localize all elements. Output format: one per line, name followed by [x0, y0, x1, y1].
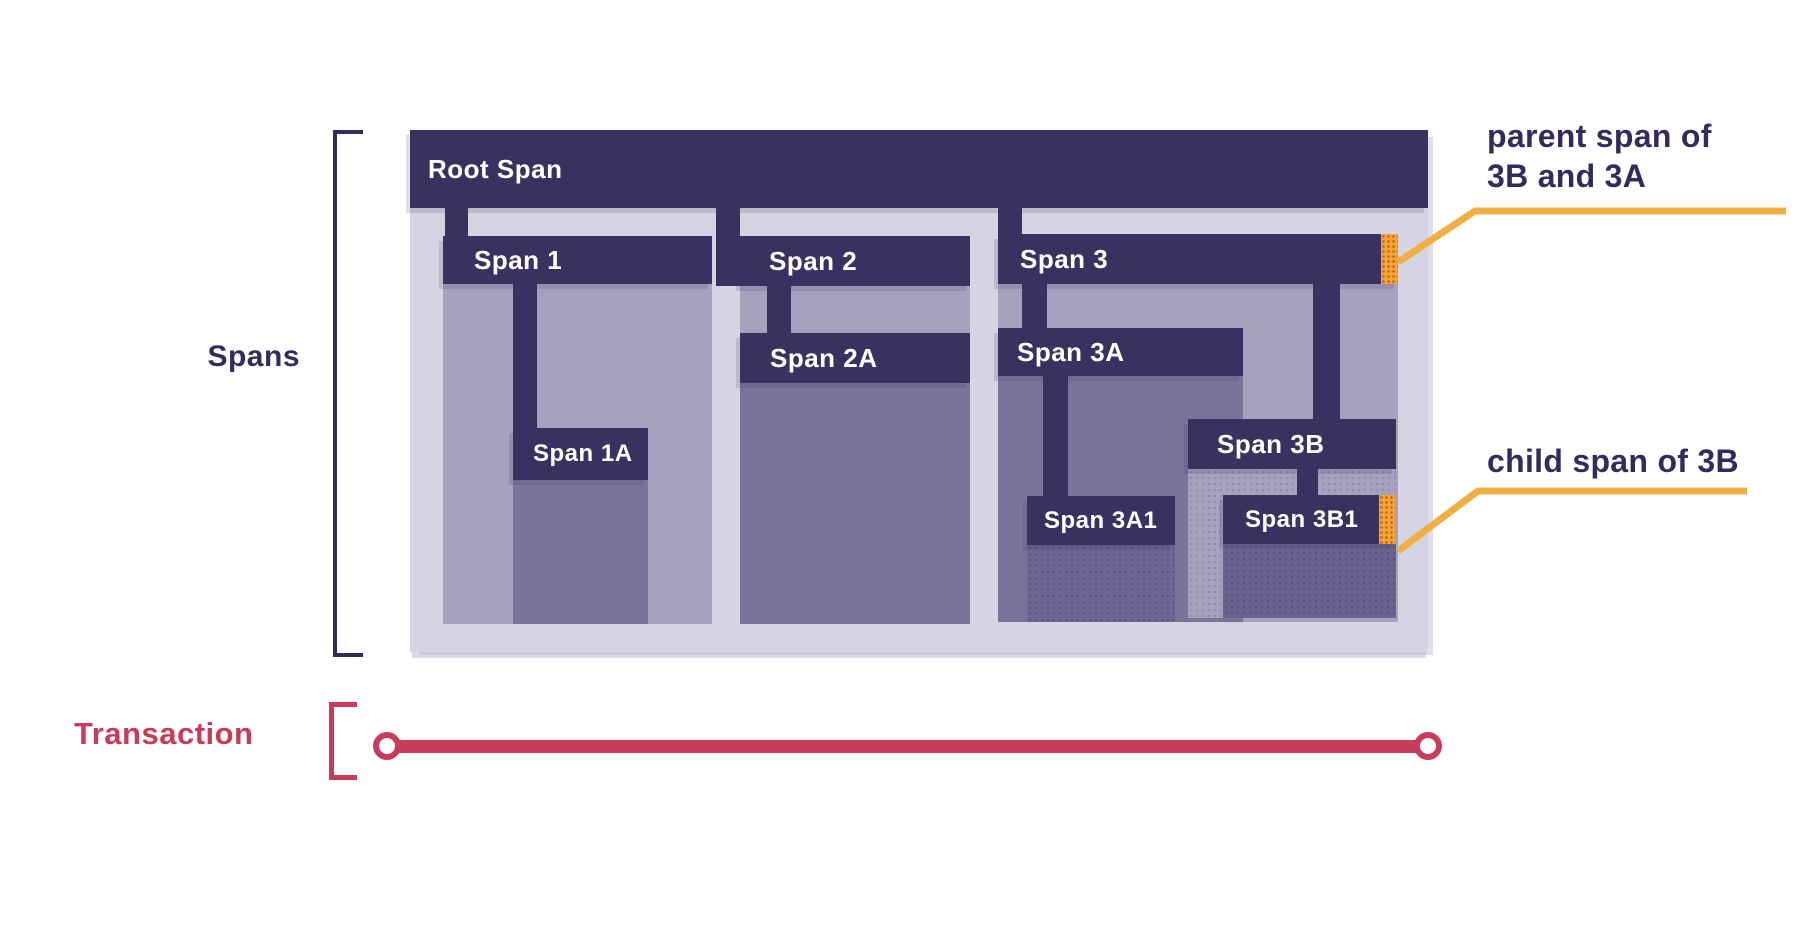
spans-bracket-tick-bottom	[333, 653, 363, 657]
connector-span3b-span3b1	[1297, 469, 1318, 496]
connector-span2-span2a	[767, 286, 791, 334]
span3b1-highlight-marker	[1379, 495, 1395, 544]
span-bar-root: Root Span	[410, 130, 1428, 208]
annotation-child-span: child span of 3B	[1487, 443, 1739, 479]
connector-span3-span3a	[1022, 284, 1047, 329]
transaction-bracket-tick-top	[329, 702, 357, 707]
span-bar-3a1: Span 3A1	[1027, 496, 1175, 545]
callout-line-parent-span	[1396, 207, 1786, 265]
span-bar-3a-label: Span 3A	[1017, 336, 1125, 367]
transaction-bracket	[329, 702, 359, 780]
span3b1-duration-fill	[1223, 544, 1396, 618]
annotation-parent-span-line1: parent span of	[1487, 118, 1712, 154]
span-bar-2a-label: Span 2A	[770, 342, 878, 373]
span-bar-3b1: Span 3B1	[1223, 495, 1395, 544]
span-bar-3b-label: Span 3B	[1217, 428, 1325, 459]
timeline-endpoint-right	[1414, 732, 1442, 760]
spans-bracket-stem	[333, 130, 337, 657]
span-bar-3: Span 3	[998, 234, 1398, 284]
span1a-duration-fill	[513, 480, 648, 624]
span-bar-2-label: Span 2	[769, 245, 858, 276]
span-bar-1-label: Span 1	[474, 244, 563, 275]
span-bar-3b1-label: Span 3B1	[1245, 505, 1359, 533]
span3-highlight-marker	[1381, 234, 1398, 284]
annotation-parent-span: parent span of 3B and 3A	[1487, 116, 1712, 196]
spans-bracket-tick-top	[333, 130, 363, 134]
spans-label: Spans	[207, 340, 300, 373]
span-bar-3b: Span 3B	[1188, 419, 1396, 469]
annotation-parent-span-line2: 3B and 3A	[1487, 158, 1647, 194]
span-bar-3a1-label: Span 3A1	[1044, 506, 1158, 534]
connector-span1-span1a	[513, 284, 537, 429]
connector-root-span1	[445, 208, 468, 236]
timeline-endpoint-left	[373, 732, 401, 760]
span3a1-duration-fill	[1027, 545, 1175, 622]
transaction-bracket-stem	[329, 702, 334, 780]
transaction-timeline	[395, 740, 1421, 753]
transaction-bracket-tick-bottom	[329, 775, 357, 780]
span-bar-1a: Span 1A	[513, 428, 648, 480]
connector-root-span3	[998, 208, 1022, 236]
connector-root-span2	[716, 208, 740, 286]
callout-line-child-span	[1395, 487, 1747, 554]
span-bar-3a: Span 3A	[998, 328, 1243, 376]
span-bar-2a: Span 2A	[740, 333, 970, 383]
spans-bracket	[333, 130, 365, 657]
transaction-label: Transaction	[74, 716, 254, 751]
span2a-duration-fill	[740, 383, 970, 624]
span-bar-root-label: Root Span	[428, 153, 563, 184]
connector-span3-span3b	[1313, 284, 1340, 420]
span-bar-1a-label: Span 1A	[533, 440, 633, 467]
span-bar-2: Span 2	[740, 236, 970, 286]
span-bar-1: Span 1	[443, 236, 712, 284]
span-bar-3-label: Span 3	[1020, 243, 1109, 274]
connector-span3a-span3a1	[1043, 376, 1068, 497]
